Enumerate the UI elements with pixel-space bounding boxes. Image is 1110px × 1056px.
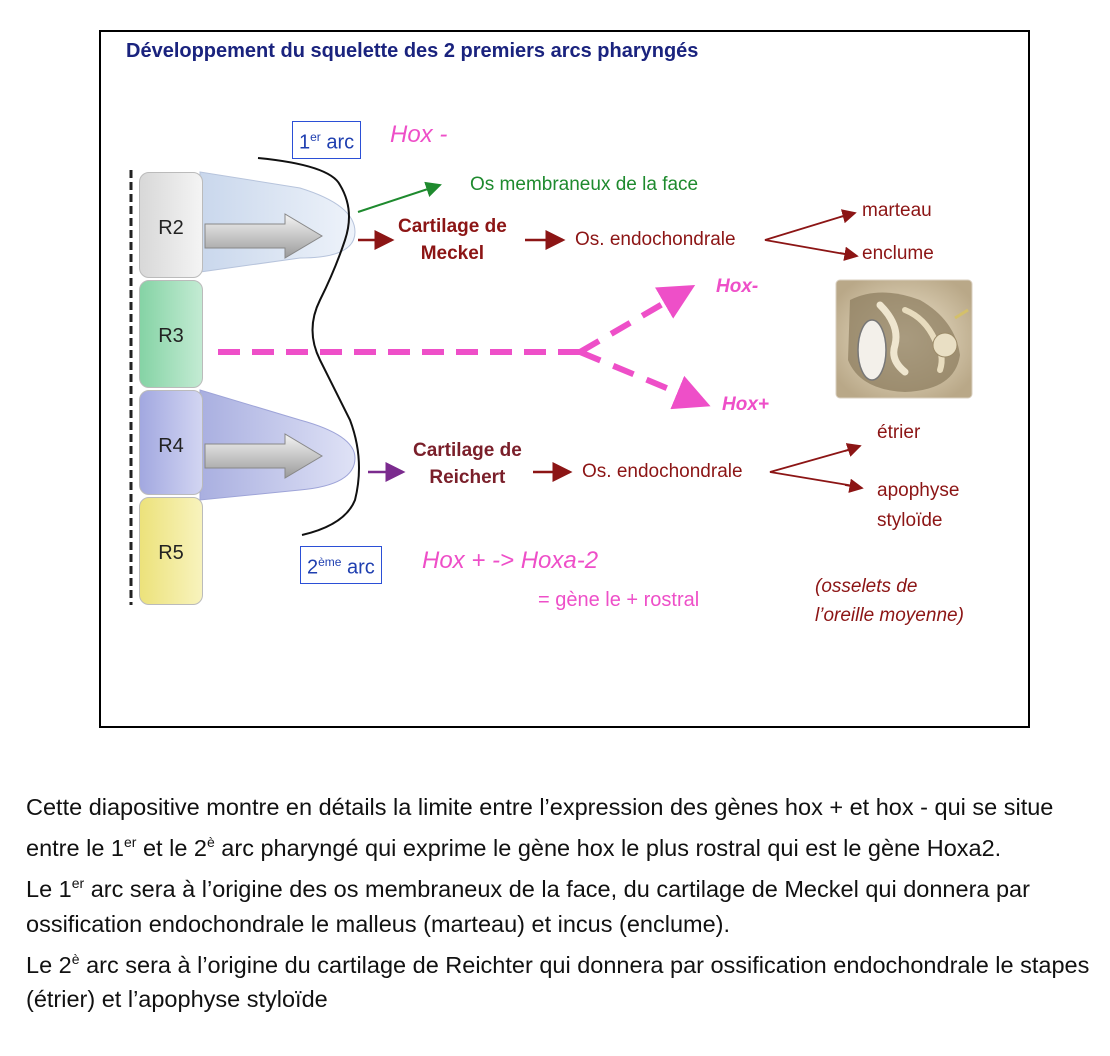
paragraph-line-3: Le 2è arc sera à l’origine du cartilage …: [26, 950, 1090, 1013]
rhombomere-r2: R2: [139, 172, 203, 278]
arc1-grey-arrow: [204, 213, 323, 259]
rhombomere-label: R5: [158, 542, 184, 564]
hox-plus-label: Hox+: [722, 394, 769, 415]
enclume-label: enclume: [862, 243, 934, 264]
hox-minus-label: Hox-: [716, 276, 759, 297]
arches-outline: [257, 157, 360, 536]
arc1-projection: [199, 171, 356, 273]
arc2-hox-note: = gène le + rostral: [538, 589, 700, 611]
middle-ear-image: [835, 279, 973, 399]
apophyse-styloide-label: apophyse styloïde: [877, 480, 960, 531]
rhombomere-r5: R5: [139, 497, 203, 605]
slide-frame: [99, 30, 1030, 728]
arc1-label-box: 1er arc: [292, 121, 362, 159]
paragraph-line-1: Cette diapositive montre en détails la l…: [26, 794, 1054, 861]
etrier-label: étrier: [877, 422, 921, 443]
rhombomere-label: R4: [158, 435, 184, 457]
ossicles-note: (osselets de l’oreille moyenne): [815, 576, 964, 626]
slide-title: Développement du squelette des 2 premier…: [126, 40, 699, 62]
arc2-hox-label: Hox + -> Hoxa-2: [422, 547, 599, 574]
rhombomere-r4: R4: [139, 390, 203, 495]
cartilage-meckel-label: Cartilage de Meckel: [398, 216, 507, 264]
arc2-label-box: 2ème arc: [300, 546, 382, 584]
arc1-ossification-label: Os. endochondrale: [575, 229, 736, 250]
arc2-grey-arrow: [204, 433, 323, 479]
rhombomere-label: R2: [158, 217, 184, 239]
cartilage-reichert-label: Cartilage de Reichert: [413, 440, 522, 488]
rhombomere-r3: R3: [139, 280, 203, 388]
arc2-ossification-label: Os. endochondrale: [582, 461, 743, 482]
paragraph-line-2: Le 1er arc sera à l’origine des os membr…: [26, 874, 1030, 937]
marteau-label: marteau: [862, 200, 932, 221]
os-membraneux-label: Os membraneux de la face: [470, 174, 699, 195]
rhombomere-label: R3: [158, 325, 184, 347]
arc1-hox-label: Hox -: [390, 121, 448, 148]
explanation-text: Cette diapositive montre en détails la l…: [26, 790, 1106, 1017]
